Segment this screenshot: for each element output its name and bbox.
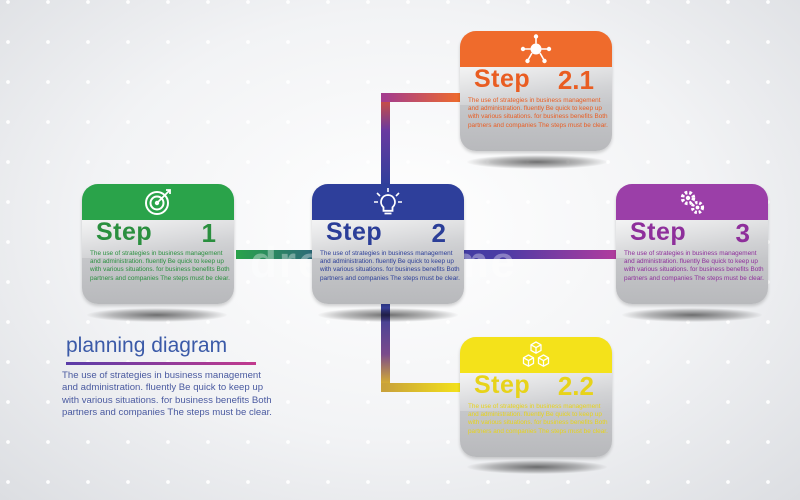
- connector-up: [381, 93, 390, 187]
- step-1-number: 1: [201, 218, 216, 248]
- step-1-card: Step 1 The use of strategies in business…: [82, 184, 234, 304]
- step-2-label: Step: [326, 218, 383, 246]
- step-3-header: [616, 184, 768, 220]
- target-icon: [145, 189, 171, 215]
- connector-down: [381, 300, 390, 391]
- card-shadow: [467, 155, 607, 169]
- card-shadow: [318, 308, 458, 322]
- step-3-description: The use of strategies in business manage…: [624, 250, 764, 282]
- step-2-description: The use of strategies in business manage…: [320, 250, 460, 282]
- step-2-card: Step 2 The use of strategies in business…: [312, 184, 464, 304]
- step-2-number: 2: [431, 218, 446, 248]
- step-2-2-card: Step 2.2 The use of strategies in busine…: [460, 337, 612, 457]
- step-1-description: The use of strategies in business manage…: [90, 250, 230, 282]
- step-2-1-label: Step: [474, 65, 531, 93]
- step-2-1-number: 2.1: [557, 65, 594, 95]
- planning-diagram-description: The use of strategies in business manage…: [62, 370, 272, 418]
- connector-down-branch: [381, 383, 461, 392]
- gears-icon: [680, 190, 705, 215]
- card-shadow: [467, 460, 607, 474]
- step-3-card: Step 3 The use of strategies in business…: [616, 184, 768, 304]
- step-2-1-description: The use of strategies in business manage…: [468, 97, 608, 129]
- step-3-label: Step: [630, 218, 687, 246]
- step-2-2-label: Step: [474, 371, 531, 399]
- connector-up-branch: [381, 93, 461, 102]
- planning-diagram-title: planning diagram: [66, 334, 228, 357]
- step-2-2-description: The use of strategies in business manage…: [468, 403, 608, 435]
- step-1-label: Step: [96, 218, 153, 246]
- step-3-number: 3: [735, 218, 750, 248]
- step-2-1-card: Step 2.1 The use of strategies in busine…: [460, 31, 612, 151]
- card-shadow: [622, 308, 762, 322]
- title-underline: [66, 362, 256, 365]
- lightbulb-icon: [374, 188, 402, 215]
- cubes-icon: [522, 341, 550, 367]
- network-icon: [520, 34, 552, 64]
- step-2-2-number: 2.2: [557, 371, 594, 401]
- card-shadow: [87, 308, 227, 322]
- step-2-2-header: [460, 337, 612, 373]
